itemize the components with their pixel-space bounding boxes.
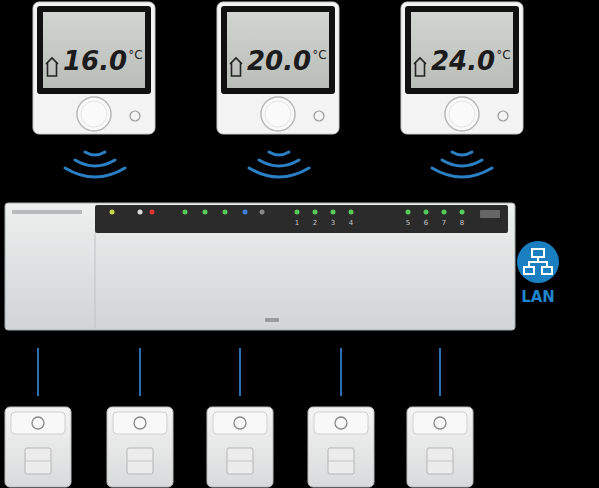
lan-icon: LAN: [510, 240, 566, 310]
channel-number: 3: [331, 219, 335, 227]
lan-label: LAN: [521, 289, 555, 306]
temperature-value: 24.0: [431, 46, 495, 76]
thermostat-display: 16.0°C: [43, 12, 145, 88]
temperature-value: 16.0: [63, 46, 127, 76]
channel-number: 5: [406, 219, 410, 227]
thermostat-display: 24.0°C: [411, 12, 513, 88]
channel-number: 4: [349, 219, 353, 227]
temperature-unit: °C: [496, 48, 510, 62]
temperature-unit: °C: [312, 48, 326, 62]
channel-number: 2: [313, 219, 317, 227]
channel-number: 7: [442, 219, 446, 227]
channel-number: 8: [460, 219, 464, 227]
base-station: 1 2 3 4 5 6 7 8: [5, 203, 515, 330]
temperature-unit: °C: [128, 48, 142, 62]
channel-number: 1: [295, 219, 299, 227]
thermostat-display: 20.0°C: [227, 12, 329, 88]
channel-number: 6: [424, 219, 428, 227]
temperature-value: 20.0: [247, 46, 311, 76]
